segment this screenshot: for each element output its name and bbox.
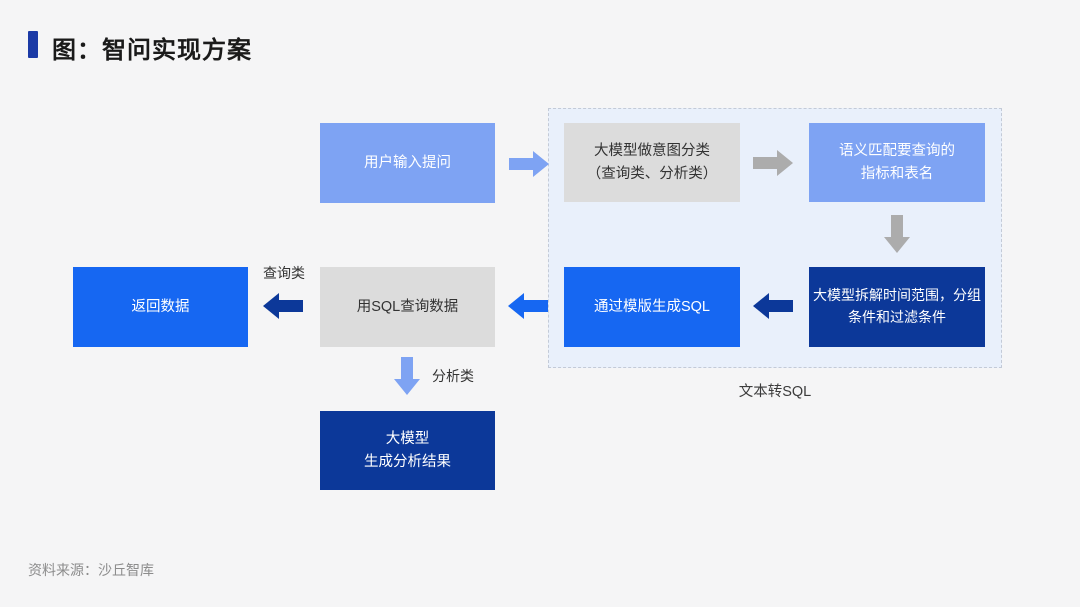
arrow-generate-sql-to-query-data-icon	[508, 293, 548, 319]
source-note: 资料来源：沙丘智库	[28, 562, 154, 578]
arrow-semantic-to-decompose-icon	[884, 215, 910, 253]
node-user-input: 用户输入提问	[320, 123, 495, 203]
node-semantic-match: 语义匹配要查询的 指标和表名	[809, 123, 985, 202]
node-decompose-conditions: 大模型拆解时间范围，分组 条件和过滤条件	[809, 267, 985, 347]
arrow-user-input-to-intent-icon	[509, 151, 549, 177]
title-accent-bar	[28, 31, 38, 58]
node-intent-classification: 大模型做意图分类 （查询类、分析类）	[564, 123, 740, 202]
page-title: 图：智问实现方案	[52, 37, 252, 64]
text-to-sql-group-label: 文本转SQL	[738, 384, 812, 400]
branch-label-analysis: 分析类	[432, 368, 474, 384]
node-generate-sql: 通过模版生成SQL	[564, 267, 740, 347]
arrow-decompose-to-generate-sql-icon	[753, 293, 793, 319]
node-query-data: 用SQL查询数据	[320, 267, 495, 347]
node-return-data: 返回数据	[73, 267, 248, 347]
arrow-query-data-to-return-data-icon	[263, 293, 303, 319]
branch-label-query: 查询类	[263, 265, 305, 281]
arrow-intent-to-semantic-icon	[753, 150, 793, 176]
node-analysis-result: 大模型 生成分析结果	[320, 411, 495, 490]
arrow-query-data-to-analysis-icon	[394, 357, 420, 395]
